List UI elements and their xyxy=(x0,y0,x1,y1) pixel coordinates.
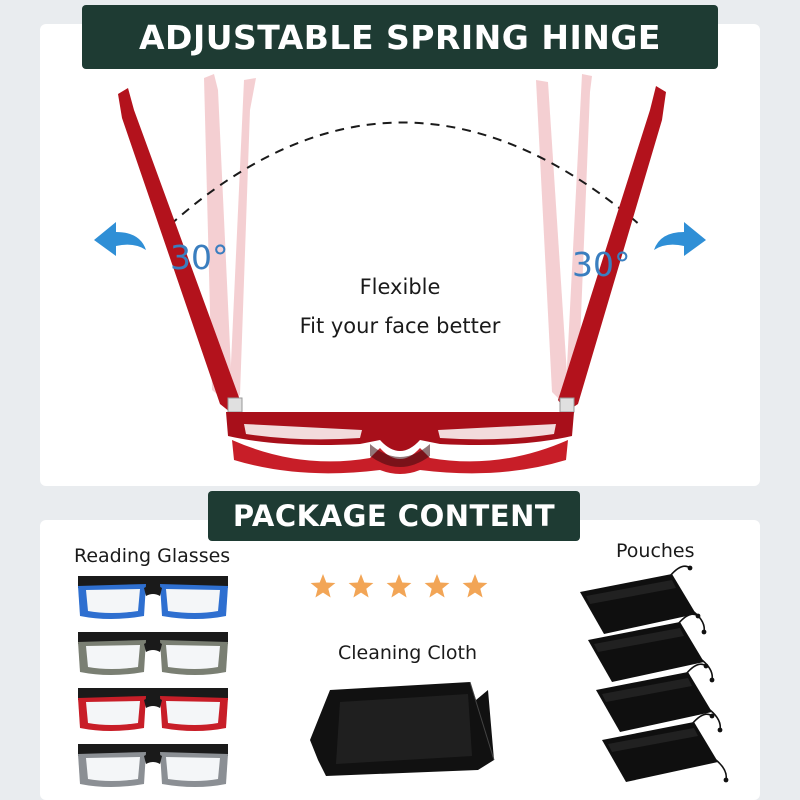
pouch-4 xyxy=(602,713,729,783)
star-icon xyxy=(386,574,412,598)
arrow-left-icon xyxy=(94,222,146,256)
flexible-text: Flexible xyxy=(359,275,441,299)
hinge-banner-title: ADJUSTABLE SPRING HINGE xyxy=(82,5,718,69)
pouches-label: Pouches xyxy=(616,540,695,562)
hinge-right xyxy=(559,397,575,413)
star-icon xyxy=(348,574,374,598)
reading-glasses-tortoise xyxy=(78,632,228,675)
angle-left-label: 30° xyxy=(170,238,229,277)
temple-ghost-left xyxy=(204,74,256,400)
reading-glasses-gray xyxy=(78,744,228,787)
front-frame xyxy=(226,412,574,474)
arrow-right-icon xyxy=(654,222,706,256)
reading-glasses-red xyxy=(78,688,228,731)
star-icon xyxy=(424,574,450,598)
reading-glasses-blue xyxy=(78,576,228,619)
hinge-left xyxy=(227,397,243,413)
star-icon xyxy=(310,574,336,598)
pouch-2 xyxy=(588,613,715,683)
pouch-3 xyxy=(596,663,723,733)
reading-glasses-label: Reading Glasses xyxy=(74,545,231,567)
angle-right-label: 30° xyxy=(572,245,631,284)
cleaning-cloth-image xyxy=(310,681,495,776)
fit-text: Fit your face better xyxy=(299,314,501,338)
pouch-1 xyxy=(580,565,707,635)
hinge-panel xyxy=(40,24,760,486)
temple-right xyxy=(558,86,666,412)
cleaning-cloth-label: Cleaning Cloth xyxy=(338,642,478,664)
rotation-arc xyxy=(169,121,641,226)
rating-stars xyxy=(310,574,488,598)
temple-left xyxy=(118,88,240,412)
package-banner-title: PACKAGE CONTENT xyxy=(208,491,580,541)
reading-glasses-set xyxy=(78,576,228,787)
pouch-set xyxy=(580,565,729,783)
star-icon xyxy=(462,574,488,598)
